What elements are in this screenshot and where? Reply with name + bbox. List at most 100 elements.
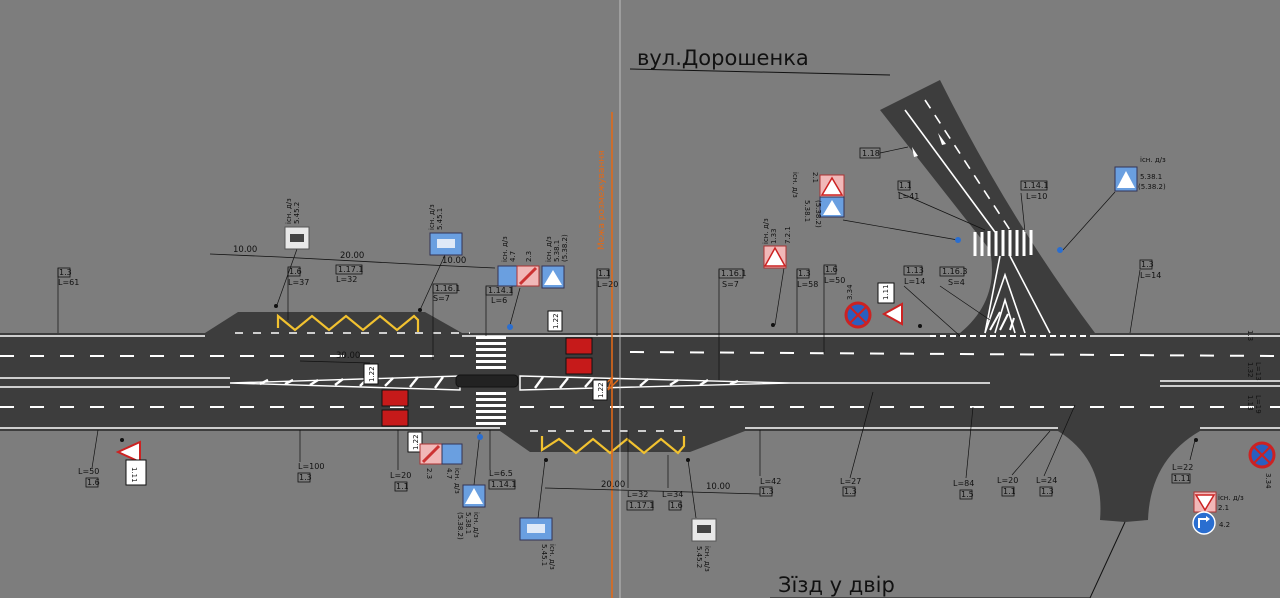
- mk-value: L=84: [953, 479, 974, 488]
- sign-code: 1.11: [882, 284, 890, 300]
- mk-code: 1.17.1: [338, 265, 363, 274]
- marking-labels-top: 1.3 L=61 1.6 L=37 1.17.1 L=32 1.16.1 S=7…: [57, 146, 1161, 380]
- mk-code: 1.11: [1173, 474, 1191, 483]
- label-122: 1.22: [412, 434, 420, 450]
- mk-value: L=41: [898, 192, 919, 201]
- zebra-branch: [973, 230, 1033, 256]
- sign-code: 2.3: [525, 251, 533, 262]
- bus-stop-zigzag-top: [276, 313, 420, 332]
- sign-code: 5.38.1: [553, 240, 561, 262]
- push-buttons: [477, 237, 1063, 440]
- sign-crosswalk-bottom: 5.38.1 існ. д/з (5.38.2): [456, 431, 486, 540]
- yield-sign-icon: [820, 176, 844, 196]
- mk-code: 1.3: [1041, 487, 1054, 496]
- mk-code: 1.1: [396, 482, 409, 491]
- label-122: 1.22: [552, 313, 560, 329]
- dim-30: 30.00: [336, 351, 360, 361]
- mk-value: L=32: [627, 490, 648, 499]
- sign-yield-1-11: 1.11: [877, 282, 903, 326]
- mk-code: 1.17.1: [629, 501, 654, 510]
- mk-value: L=50: [824, 276, 845, 285]
- turn-right-sign-icon: [1192, 511, 1216, 535]
- sign-yield-left: 1.11: [115, 440, 147, 486]
- sign-code: 4.7: [509, 251, 517, 262]
- sign-note: існ. д/з: [762, 218, 770, 244]
- sign-bus-stop-top: 5.45.2 існ. д/з: [276, 198, 310, 306]
- dim-10-right: 10.00: [706, 482, 730, 492]
- street-north: вул.Дорошенка: [629, 46, 891, 76]
- sign-note: існ. д/з: [501, 236, 509, 262]
- mk-code: 1.16.1: [435, 284, 460, 293]
- boundary-axis: Межа розмежування: [597, 0, 621, 598]
- mk-value: L=6: [491, 296, 507, 305]
- sign-children-warning: 1.33 існ. д/з 7.2.1: [762, 218, 792, 326]
- sign-code: 3.34: [846, 284, 854, 300]
- sign-cluster-crossing-top: 4.7 існ. д/з 2.3 5.38.1 існ. д/з (5.38.2…: [497, 234, 569, 326]
- mk-value: L=24: [1036, 476, 1057, 485]
- sign-no-stopping-b: 3.34: [1248, 441, 1276, 489]
- mk-value: L=14: [1140, 271, 1161, 280]
- mk-value: L=20: [390, 471, 411, 480]
- sign-note: існ. д/з: [1218, 494, 1244, 502]
- main-road: [0, 80, 1280, 522]
- sign-code: 5.45.2: [695, 546, 703, 568]
- edge-label: 1.13: [1246, 395, 1254, 411]
- sign-bus-stop-bottom-b: 5.45.2 існ. д/з: [687, 459, 717, 572]
- sign-code: 2.1: [1218, 504, 1229, 512]
- yield-sign-icon: [115, 440, 141, 464]
- branch-markings: [904, 99, 1051, 334]
- mk-value: S=7: [433, 294, 450, 303]
- sign-no-stopping-a: 3.34: [844, 284, 872, 329]
- keep-right-sign-icon: [441, 443, 463, 465]
- sign-sub: 7.2.1: [784, 226, 792, 244]
- mk-code: 1.14.1: [491, 480, 516, 489]
- mk-value: L=10: [1026, 192, 1047, 201]
- sign-note: існ. д/з: [453, 468, 461, 494]
- sign-code: 2.3: [425, 468, 433, 479]
- children-sign-icon: [763, 246, 787, 267]
- mk-value: L=61: [58, 278, 79, 287]
- label-122: 1.22: [368, 366, 376, 382]
- sign-code: 3.34: [1264, 473, 1272, 489]
- median-hatch: [229, 375, 791, 391]
- sign-posts: [120, 304, 1198, 462]
- label-122-group: 1.22 1.22 1.22 1.22: [363, 310, 608, 453]
- mk-value: L=14: [904, 277, 925, 286]
- sign-crosswalk-right: існ. д/з 5.38.1 (5.38.2): [1062, 156, 1166, 251]
- bus-stop-zigzag-bottom: [540, 436, 686, 455]
- sign-yield-bottom-right: існ. д/з 2.1: [1193, 491, 1244, 513]
- marking-labels-bottom: L=50 1.6 L=100 1.3 L=20 1.1 L=6.5 1.14.1…: [78, 391, 1196, 511]
- mk-code: 1.3: [299, 473, 312, 482]
- mk-value: L=27: [840, 477, 861, 486]
- mk-value: L=6.5: [489, 469, 513, 478]
- zebra-main: [476, 336, 506, 425]
- edge-lines: [0, 335, 1280, 429]
- street-south-label: Зїзд у двір: [778, 573, 895, 597]
- axis-label: Межа розмежування: [597, 150, 607, 250]
- sign-code: 5.38.1: [1140, 173, 1162, 181]
- pedestrian-island: [455, 374, 519, 388]
- mk-code: 1.16.1: [721, 269, 746, 278]
- yield-sign-icon: [881, 302, 903, 326]
- mk-value: L=22: [1172, 463, 1193, 472]
- mk-value: L=20: [597, 280, 618, 289]
- sign-note: існ. д/з: [703, 546, 711, 572]
- yield-sign-icon: [1194, 494, 1216, 512]
- mk-code: 1.3: [798, 269, 811, 278]
- sign-note: існ. д/з: [548, 544, 556, 570]
- sign-turn-right: 4.2: [1192, 511, 1230, 535]
- label-122: 1.22: [597, 382, 605, 398]
- keep-right-sign-icon: [497, 265, 519, 287]
- mk-code: 1.6: [289, 267, 302, 276]
- lane-dashes: [0, 332, 1280, 432]
- dim-20-left: 20.00: [340, 251, 364, 261]
- mk-code: 1.6: [87, 478, 100, 487]
- sign-note: існ. д/з: [1140, 156, 1166, 164]
- dimension-lines: [209, 253, 761, 495]
- sign-code: 5.38.1: [803, 200, 811, 222]
- mk-code: 1.5: [961, 490, 974, 499]
- sign-code: 1.33: [770, 228, 778, 244]
- sign-bus-stop-top-b: 5.45.1 існ. д/з: [419, 204, 463, 311]
- mk-code: 1.3: [844, 487, 857, 496]
- mk-code: 1.3: [1141, 260, 1154, 269]
